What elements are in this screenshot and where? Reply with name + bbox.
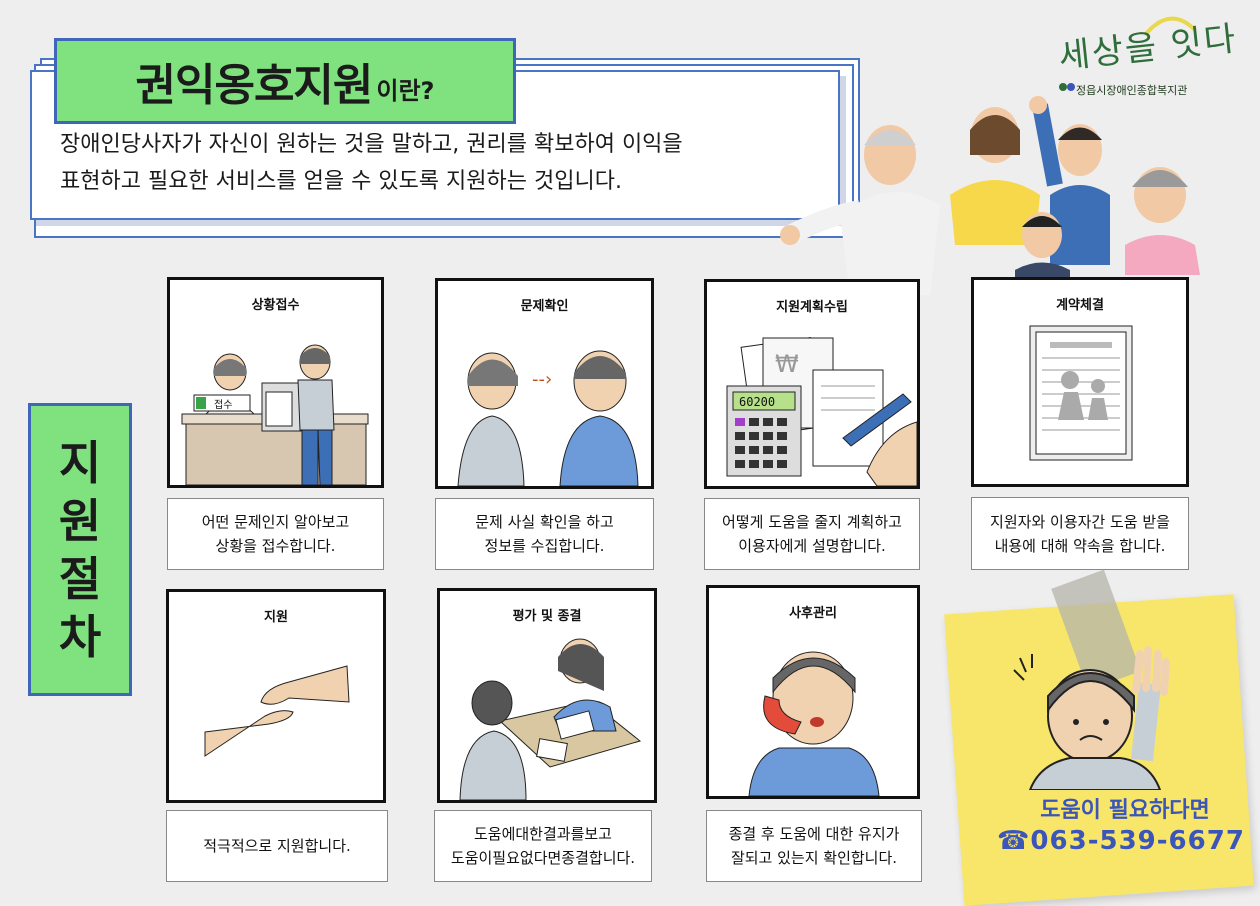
logo-slogan: 세상을 잇다: [1056, 18, 1240, 78]
phone-call-icon: [748, 651, 880, 796]
step-caption-contract: 지원자와 이용자간 도움 받을 내용에 대해 약속을 합니다.: [971, 497, 1189, 570]
caption-line: 상황을 접수합니다.: [215, 537, 336, 555]
problem-check-icon: --›: [457, 350, 639, 486]
side-label-char: 절: [58, 551, 102, 606]
caption-line: 잘되고 있는지 확인합니다.: [730, 849, 898, 867]
procedure-side-label: 지 원 절 차: [28, 403, 132, 696]
step-title: 지원: [264, 610, 288, 625]
title-main: 권익옹호지원: [135, 60, 374, 111]
caption-line: 지원자와 이용자간 도움 받을: [990, 512, 1170, 531]
help-phone-number[interactable]: ☎063-539-6677: [997, 826, 1245, 856]
step-card-evaluation: 평가 및 종결: [437, 588, 657, 803]
step-caption-reception: 어떤 문제인지 알아보고 상황을 접수합니다.: [167, 498, 384, 570]
contract-document-icon: [1029, 325, 1133, 461]
step-title: 상황접수: [251, 298, 300, 313]
caption-line: 적극적으로 지원합니다.: [203, 837, 351, 855]
step-card-support: 지원: [166, 589, 386, 803]
step-card-contract: 계약체결: [971, 277, 1189, 487]
helping-hands-icon: [204, 665, 350, 757]
caption-line: 어떻게 도움을 줄지 계획하고: [722, 513, 902, 531]
step-title: 문제확인: [520, 299, 569, 314]
help-label: 도움이 필요하다면: [1040, 798, 1210, 823]
step-title: 평가 및 종결: [512, 609, 582, 624]
description-text: 장애인당사자가 자신이 원하는 것을 말하고, 권리를 확보하여 이익을 표현하…: [60, 126, 820, 200]
desk-sign-text: 접수: [214, 399, 232, 411]
logo-org-name: 정읍시장애인종합복지관: [1076, 84, 1188, 97]
calculator-display: 60200: [739, 395, 775, 409]
step-caption-followup: 종결 후 도움에 대한 유지가 잘되고 있는지 확인합니다.: [706, 810, 922, 882]
description-line-2: 표현하고 필요한 서비스를 얻을 수 있도록 지원하는 것입니다.: [60, 169, 622, 194]
step-card-plan: 지원계획수립 ₩ 60200: [704, 279, 920, 489]
caption-line: 도움이필요없다면종결합니다.: [450, 849, 636, 867]
caption-line: 도움에대한결과를보고: [473, 825, 612, 843]
side-label-char: 지: [58, 435, 102, 490]
logo-arc-icon: [1143, 16, 1197, 37]
logo-emblem-icon: [1059, 83, 1075, 91]
page-title: 권익옹호지원 이란?: [54, 38, 516, 124]
step-caption-plan: 어떻게 도움을 줄지 계획하고 이용자에게 설명합니다.: [704, 498, 920, 570]
caption-line: 내용에 대해 약속을 합니다.: [994, 536, 1166, 555]
svg-text:--›: --›: [532, 369, 552, 390]
step-title: 지원계획수립: [776, 300, 848, 315]
step-title: 사후관리: [789, 606, 837, 621]
side-label-char: 원: [58, 493, 102, 548]
caption-line: 종결 후 도움에 대한 유지가: [728, 825, 900, 843]
side-label-char: 차: [58, 609, 102, 664]
step-caption-support: 적극적으로 지원합니다.: [166, 810, 388, 882]
step-title: 계약체결: [1056, 298, 1104, 313]
caption-line: 어떤 문제인지 알아보고: [201, 513, 350, 531]
caption-line: 이용자에게 설명합니다.: [738, 537, 886, 555]
caption-line: 정보를 수집합니다.: [484, 537, 605, 555]
calculator-plan-icon: ₩ 60200: [726, 337, 917, 486]
raising-hand-person-icon: [1013, 646, 1170, 790]
caption-line: 문제 사실 확인을 하고: [475, 513, 614, 531]
step-card-problem-check: 문제확인 --›: [435, 278, 654, 489]
description-line-1: 장애인당사자가 자신이 원하는 것을 말하고, 권리를 확보하여 이익을: [60, 132, 683, 157]
reception-desk-icon: 접수: [181, 344, 369, 485]
step-card-followup: 사후관리: [706, 585, 920, 799]
svg-text:₩: ₩: [775, 350, 799, 378]
step-caption-problem-check: 문제 사실 확인을 하고 정보를 수집합니다.: [435, 498, 654, 570]
evaluation-meeting-icon: [459, 638, 642, 800]
step-caption-evaluation: 도움에대한결과를보고 도움이필요없다면종결합니다.: [434, 810, 652, 882]
title-suffix: 이란?: [376, 76, 435, 105]
step-card-reception: 상황접수 접수: [167, 277, 384, 488]
